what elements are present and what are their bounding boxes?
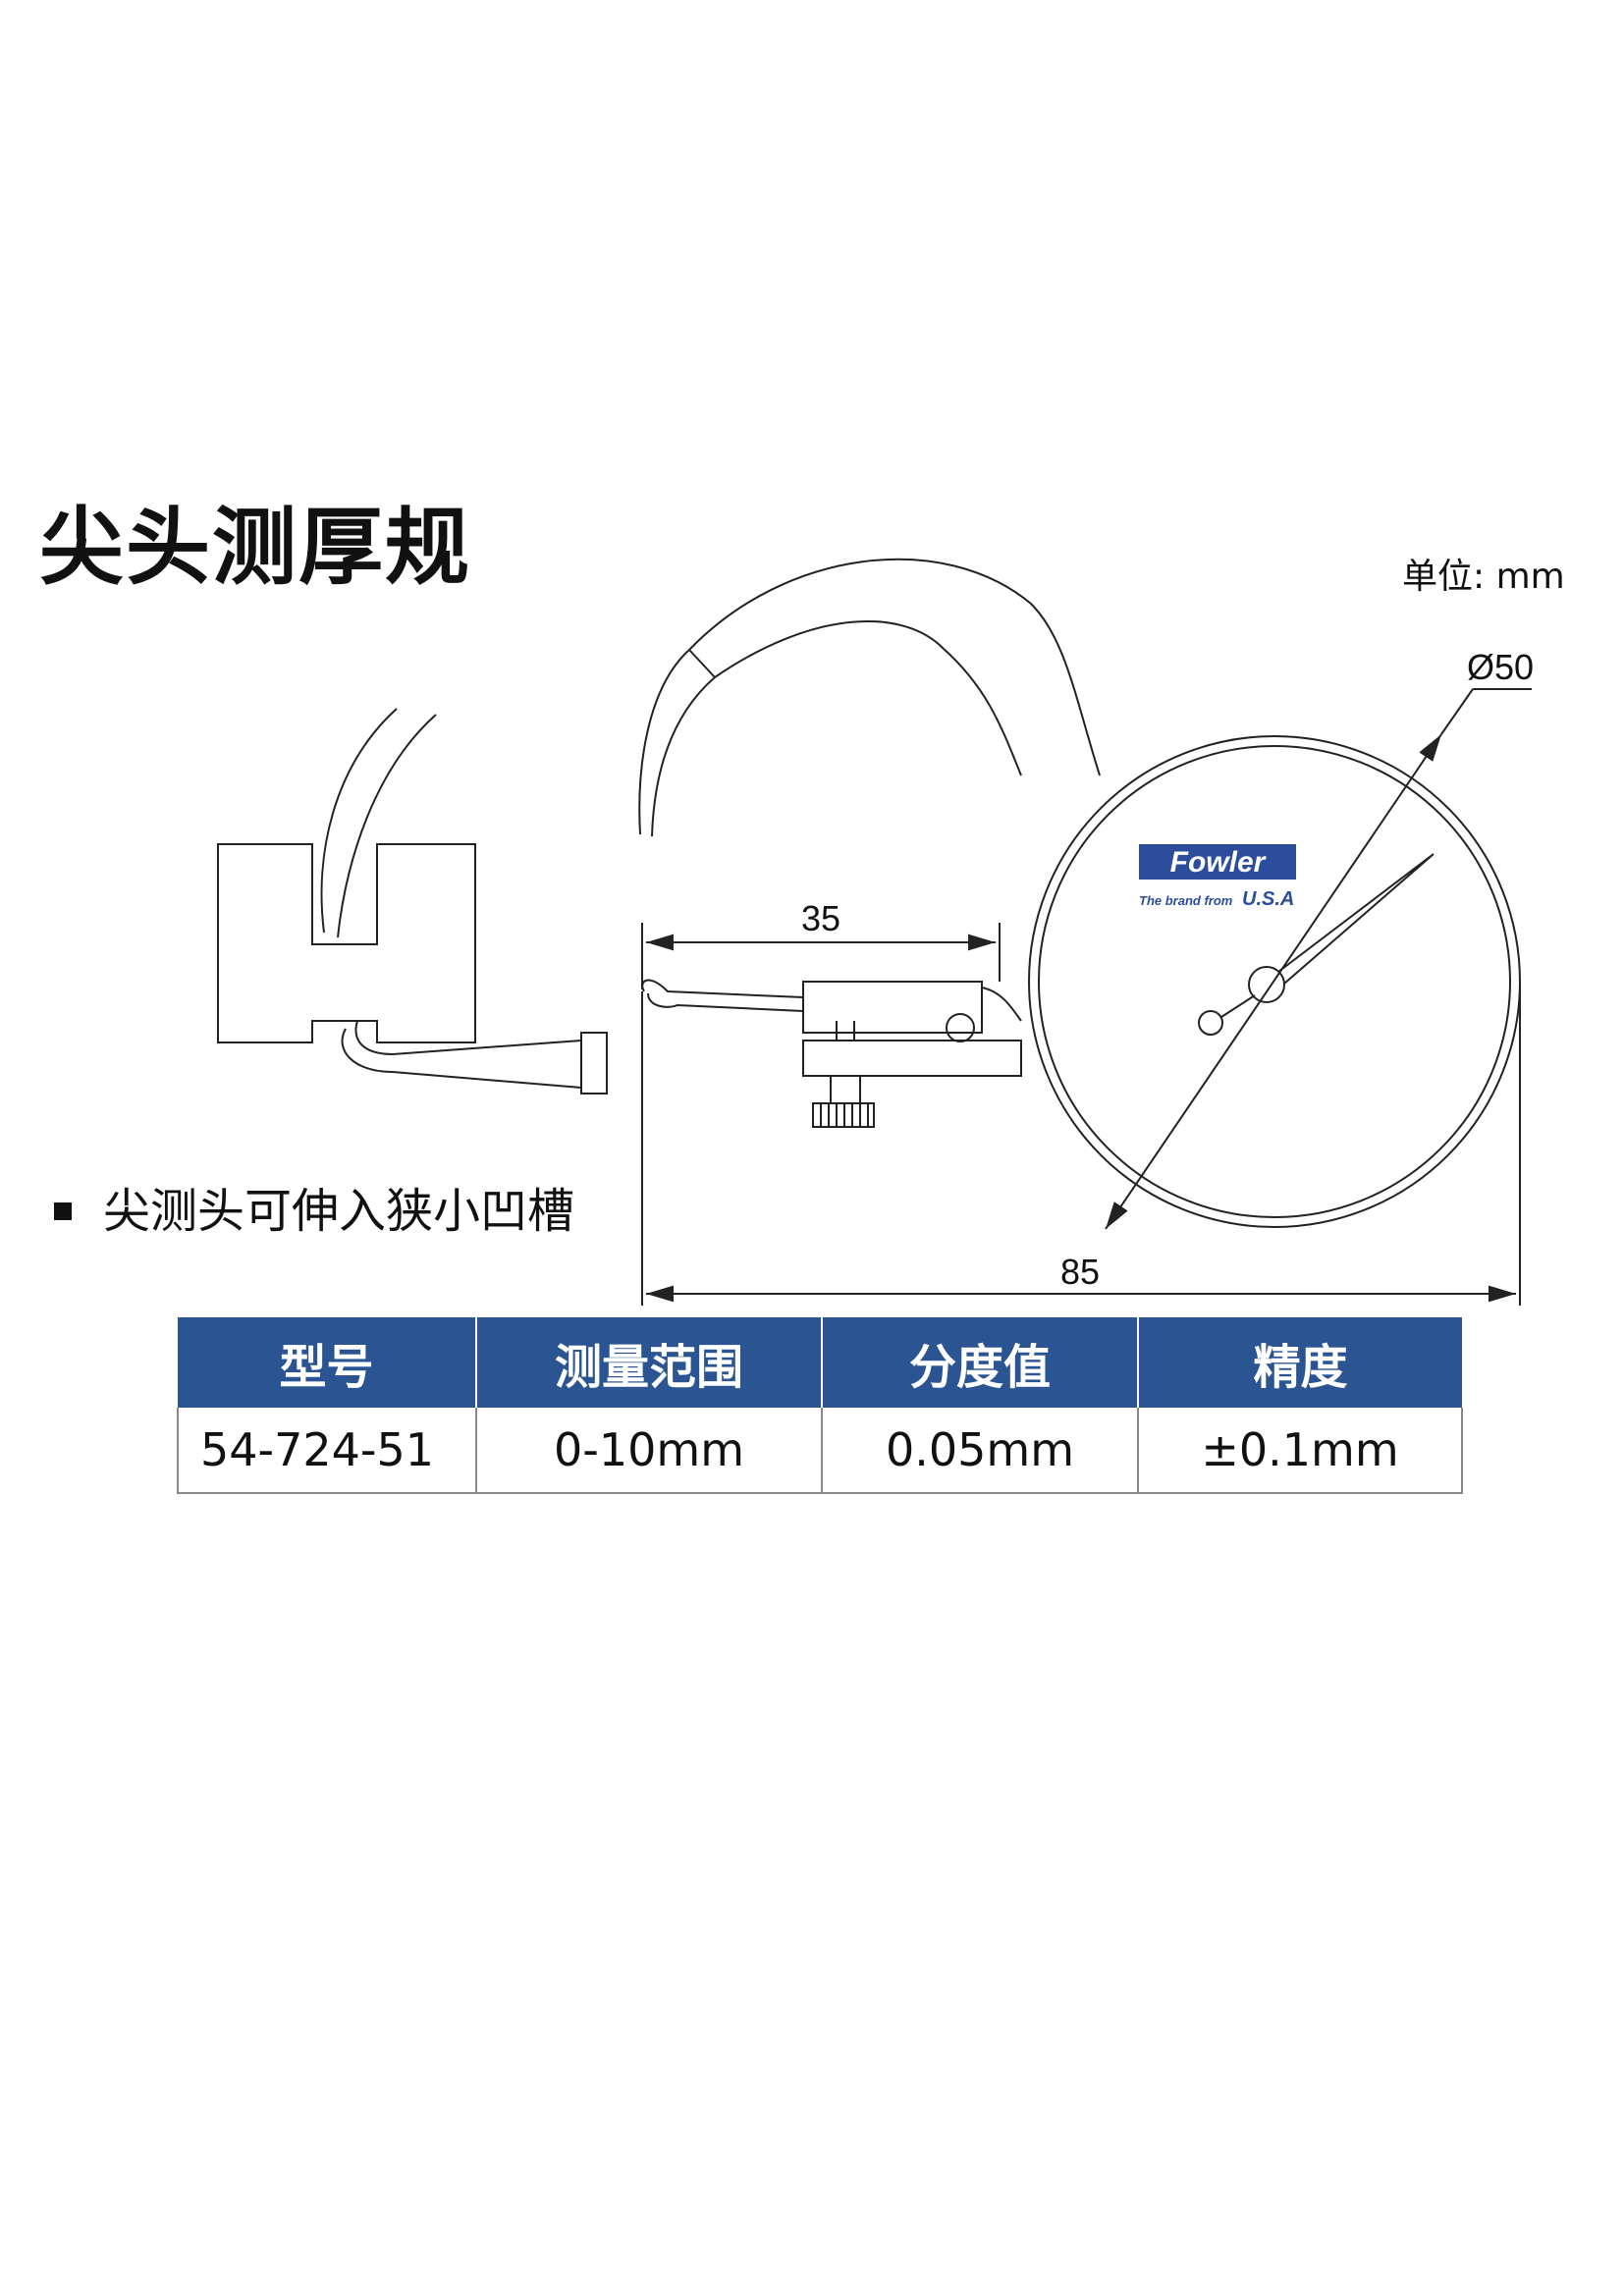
brand-country: U.S.A [1242,888,1294,910]
header-graduation: 分度值 [822,1317,1139,1408]
bullet-icon [54,1202,72,1220]
page-title: 尖头测厚规 [39,499,471,597]
spec-table: 型号 测量范围 分度值 精度 54-724-51 0-10mm 0.05mm ±… [177,1317,1463,1494]
thickness-gauge [638,558,1521,1228]
feature-item: 尖测头可伸入狭小凹槽 [54,1188,574,1235]
header-range: 测量范围 [476,1317,823,1408]
brand-tagline: The brand from [1139,893,1233,908]
brand-logo-text: Fowler [1170,846,1268,879]
cell-graduation: 0.05mm [821,1408,1139,1494]
groove-detail [217,708,608,1095]
brand-logo: Fowler The brand from U.S.A [1139,844,1296,910]
header-model: 型号 [178,1317,477,1408]
dim-diameter-label: Ø50 [1467,647,1534,687]
table-header-row: 型号 测量范围 分度值 精度 [178,1317,1462,1408]
header-accuracy: 精度 [1138,1317,1462,1408]
upper-arm [688,558,1101,776]
feature-text: 尖测头可伸入狭小凹槽 [103,1184,575,1239]
table-row: 54-724-51 0-10mm 0.05mm ±0.1mm [177,1408,1463,1494]
dimension-lines [641,688,1532,1306]
unit-label: 单位: mm [1402,557,1565,597]
dim-probe-label: 35 [801,898,840,938]
cell-accuracy: ±0.1mm [1137,1408,1463,1494]
cell-range: 0-10mm [475,1408,823,1494]
probe [641,979,804,998]
dim-total-label: 85 [1060,1252,1100,1292]
cell-model: 54-724-51 [177,1408,477,1494]
